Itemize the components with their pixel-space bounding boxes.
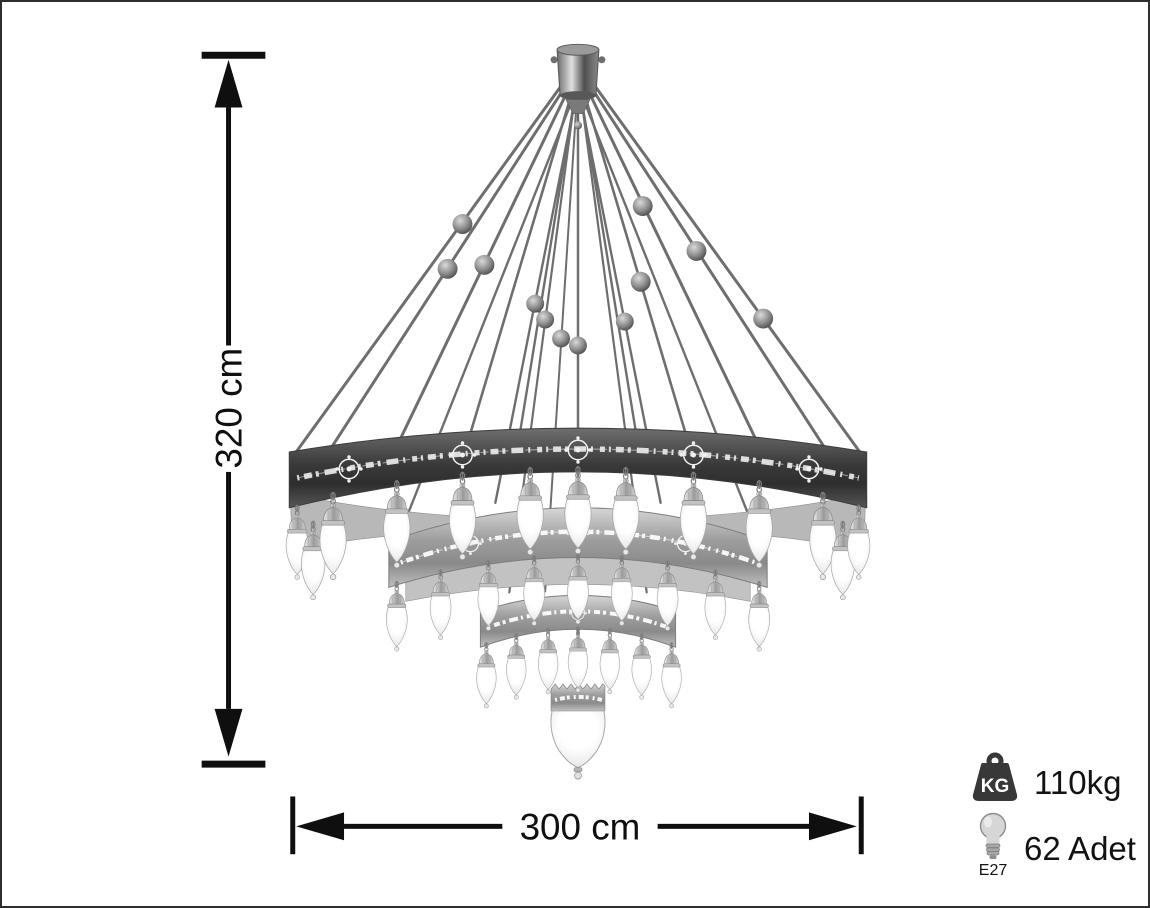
weight-value: 110kg <box>1034 764 1122 801</box>
dimension-cap-top <box>201 51 266 59</box>
kg-weight-icon: KG <box>972 752 1018 801</box>
dimension-tick-right <box>858 796 864 855</box>
weight-spec: KG <box>968 752 1022 804</box>
dimension-line <box>226 471 232 709</box>
bulb-spec <box>974 812 1012 862</box>
glass-lamp <box>661 641 682 709</box>
height-dimension: 320 cm <box>201 51 266 768</box>
light-bulb-icon <box>979 812 1007 859</box>
ceiling-canopy <box>550 43 606 130</box>
decorative-cable-balls <box>437 196 774 355</box>
height-dimension-label: 320 cm <box>208 348 249 469</box>
bulb-count: 62 Adet <box>1024 830 1136 867</box>
arrow-right-icon <box>808 812 857 841</box>
glass-lamp <box>631 632 653 700</box>
dimension-cap-bottom <box>201 760 266 768</box>
bulb-socket-label: E27 <box>978 862 1008 879</box>
arrow-up-icon <box>214 59 243 108</box>
kg-icon-label: KG <box>981 776 1010 797</box>
arrow-down-icon <box>214 708 243 757</box>
glass-lamp <box>567 625 589 693</box>
glass-lamp <box>748 580 771 652</box>
dimension-line <box>226 107 232 346</box>
width-dimension-label: 300 cm <box>520 806 641 847</box>
glass-lamp <box>476 641 497 709</box>
arrow-left-icon <box>296 812 345 841</box>
width-dimension: 300 cm <box>290 796 864 855</box>
dimension-line <box>344 823 503 829</box>
dimension-line <box>657 823 811 829</box>
glass-lamp <box>385 580 408 652</box>
dimension-tick-left <box>290 796 296 855</box>
glass-lamp <box>505 632 527 700</box>
chandelier-illustration <box>285 43 871 780</box>
